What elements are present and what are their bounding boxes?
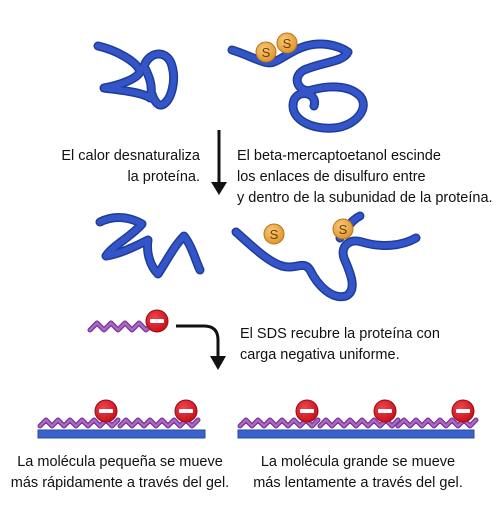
sds-molecule — [87, 309, 169, 333]
denatured-protein-right — [231, 211, 421, 302]
gel-bar — [237, 429, 475, 439]
negative-charge-icon — [451, 399, 475, 423]
sulfur-atom: S — [332, 218, 354, 240]
sulfur-atom: S — [255, 41, 277, 63]
svg-text:S: S — [262, 45, 271, 60]
step1-right-label: El beta-mercaptoetanol escinde los enlac… — [237, 148, 493, 206]
denatured-protein-left — [95, 213, 205, 279]
step2-label: El SDS recubre la proteína con carga neg… — [240, 326, 440, 363]
negative-charge-icon — [94, 399, 118, 423]
negative-charge-icon — [295, 399, 319, 423]
folded-protein-left — [93, 41, 179, 110]
large-molecule-lane — [237, 399, 479, 439]
small-molecule-caption: La molécula pequeña se mueve más rápidam… — [10, 454, 230, 491]
gel-bar — [37, 429, 206, 439]
step1-left-label: El calor desnaturaliza la proteína. — [61, 148, 200, 185]
folded-protein-right — [227, 39, 368, 133]
svg-text:S: S — [339, 222, 348, 237]
elbow-arrow — [176, 324, 226, 370]
negative-charge-icon — [174, 399, 198, 423]
svg-text:S: S — [283, 36, 292, 51]
svg-text:S: S — [270, 227, 279, 242]
down-arrow — [211, 130, 227, 195]
negative-charge-icon — [145, 309, 169, 333]
negative-charge-icon — [373, 399, 397, 423]
large-molecule-caption: La molécula grande se mueve más lentamen… — [253, 454, 463, 491]
sulfur-atom: S — [263, 223, 285, 245]
sulfur-atom: S — [276, 32, 298, 54]
small-molecule-lane — [37, 399, 206, 439]
